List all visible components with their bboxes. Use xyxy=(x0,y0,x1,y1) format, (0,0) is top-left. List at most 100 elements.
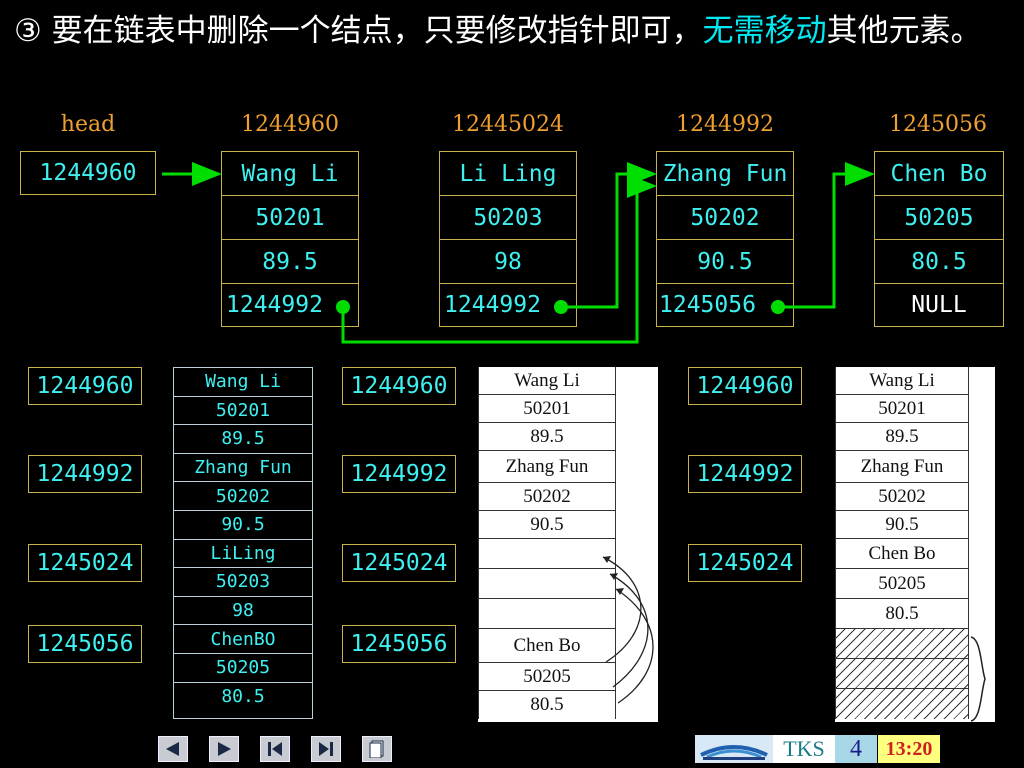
scan-row: 50202 xyxy=(836,483,968,511)
scan-row: 50202 xyxy=(479,483,615,511)
memory-cell: 50205 xyxy=(174,654,312,683)
node-num: 50202 xyxy=(656,195,794,239)
node3-next-arrow xyxy=(778,162,875,309)
memory-cell: ChenBO xyxy=(174,625,312,654)
list-node: Chen Bo 50205 80.5 NULL xyxy=(874,151,1004,327)
scanned-array-figure: Wang Li 50201 89.5 Zhang Fun 50202 90.5 … xyxy=(478,367,658,722)
page-menu-button[interactable] xyxy=(362,736,392,762)
scan-row-empty xyxy=(479,539,615,569)
clock: 13:20 xyxy=(878,735,940,763)
memory-address: 1244960 xyxy=(28,367,142,405)
scan-row: 50205 xyxy=(836,569,968,599)
memory-address: 1244960 xyxy=(688,367,802,405)
tks-badge: TKS xyxy=(773,735,835,763)
scan-row: 50201 xyxy=(479,395,615,423)
scan-row: 80.5 xyxy=(836,599,968,629)
scanned-compacted-figure: Wang Li 50201 89.5 Zhang Fun 50202 90.5 … xyxy=(835,367,995,722)
scan-row: 80.5 xyxy=(530,694,564,715)
title-prefix: ③ 要在链表中删除一个结点，只要修改指针即可， xyxy=(14,13,703,49)
list-node: Wang Li 50201 89.5 1244992 xyxy=(221,151,359,327)
memory-address: 1245024 xyxy=(28,544,142,582)
head-pointer-box: 1244960 xyxy=(20,151,156,195)
scan-row: Chen Bo xyxy=(479,629,615,663)
node-num: 50201 xyxy=(221,195,359,239)
next-icon xyxy=(218,742,231,756)
next-slide-button[interactable] xyxy=(209,736,239,762)
pointer-arrows xyxy=(162,162,875,344)
memory-address: 1245024 xyxy=(688,544,802,582)
scan-row: 89.5 xyxy=(479,423,615,451)
node-address-label: 1244992 xyxy=(676,112,774,137)
node-score: 80.5 xyxy=(874,239,1004,283)
title-suffix: 其他元素。 xyxy=(826,13,982,49)
scan-row: Chen Bo xyxy=(836,539,968,569)
first-icon xyxy=(268,742,282,756)
freed-space-brace xyxy=(970,636,986,722)
memory-cell: 90.5 xyxy=(174,511,312,540)
scan-row-hatched xyxy=(836,629,968,659)
node-address-label: 1244960 xyxy=(241,112,339,137)
node-num: 50205 xyxy=(874,195,1004,239)
prev-slide-button[interactable] xyxy=(158,736,188,762)
scan-row-hatched xyxy=(836,659,968,689)
memory-address: 1244960 xyxy=(342,367,456,405)
node-score: 90.5 xyxy=(656,239,794,283)
last-icon xyxy=(319,742,333,756)
node-name: Wang Li xyxy=(221,151,359,195)
slide-title: ③ 要在链表中删除一个结点，只要修改指针即可，无需移动其他元素。 xyxy=(14,4,1014,58)
memory-cell: Wang Li xyxy=(174,368,312,397)
node-name: Zhang Fun xyxy=(656,151,794,195)
node-address-label: 12445024 xyxy=(452,112,564,137)
memory-address: 1245056 xyxy=(28,625,142,663)
node-name: Chen Bo xyxy=(874,151,1004,195)
prev-icon xyxy=(166,742,179,756)
scan-row: 90.5 xyxy=(479,511,615,539)
node-name: Li Ling xyxy=(439,151,577,195)
memory-address: 1245056 xyxy=(342,625,456,663)
memory-cell: LiLing xyxy=(174,540,312,569)
scan-row-empty xyxy=(479,569,615,599)
list-node: Li Ling 50203 98 1244992 xyxy=(439,151,577,327)
title-highlight: 无需移动 xyxy=(702,13,827,49)
first-slide-button[interactable] xyxy=(260,736,290,762)
head-label: head xyxy=(60,112,116,137)
node-score: 89.5 xyxy=(221,239,359,283)
scan-row-hatched xyxy=(836,689,968,719)
node-next-null: NULL xyxy=(874,283,1004,327)
node-next: 1244992 xyxy=(221,283,359,327)
school-logo-icon xyxy=(700,745,768,760)
memory-cell: 98 xyxy=(174,597,312,626)
shift-arrows xyxy=(602,556,654,704)
logo xyxy=(695,735,773,763)
scan-row: 89.5 xyxy=(836,423,968,451)
memory-cell: 50202 xyxy=(174,482,312,511)
scan-row: Wang Li xyxy=(836,367,968,395)
memory-table: Wang Li 50201 89.5 Zhang Fun 50202 90.5 … xyxy=(173,367,313,719)
scan-row: Wang Li xyxy=(479,367,615,395)
scanned-compacted-table: Wang Li 50201 89.5 Zhang Fun 50202 90.5 … xyxy=(835,367,969,719)
node-address-label: 1245056 xyxy=(889,112,987,137)
node-next: 1244992 xyxy=(439,283,577,327)
scanned-array-table: Wang Li 50201 89.5 Zhang Fun 50202 90.5 … xyxy=(478,367,616,719)
node-score: 98 xyxy=(439,239,577,283)
memory-cell: 80.5 xyxy=(221,686,265,708)
memory-address: 1244992 xyxy=(342,455,456,493)
page-icon xyxy=(369,740,384,758)
memory-cell: Zhang Fun xyxy=(174,454,312,483)
node1-next-arrow xyxy=(341,174,657,344)
page-number: 4 xyxy=(835,735,877,763)
memory-cell: 89.5 xyxy=(174,425,312,454)
scan-row: Zhang Fun xyxy=(836,451,968,483)
scan-row: 50201 xyxy=(836,395,968,423)
node-num: 50203 xyxy=(439,195,577,239)
last-slide-button[interactable] xyxy=(311,736,341,762)
memory-cell: 50201 xyxy=(174,397,312,426)
memory-address: 1244992 xyxy=(28,455,142,493)
memory-cell: 50203 xyxy=(174,568,312,597)
scan-row: 90.5 xyxy=(836,511,968,539)
node2-next-arrow xyxy=(561,162,657,309)
scan-row: Zhang Fun xyxy=(479,451,615,483)
list-node: Zhang Fun 50202 90.5 1245056 xyxy=(656,151,794,327)
scan-row: 50205 xyxy=(479,663,615,691)
memory-address: 1244992 xyxy=(688,455,802,493)
